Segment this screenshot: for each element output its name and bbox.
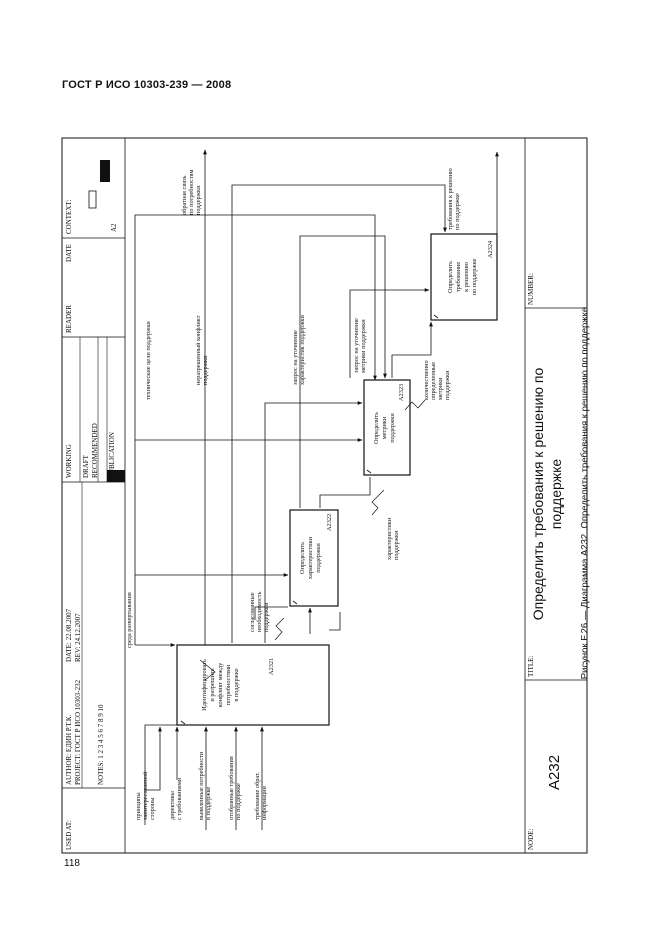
activity-box-a2322: Определить характеристики поддержки A232… — [289, 509, 339, 607]
svg-text:информации: информации — [261, 786, 268, 820]
svg-text:запрос на уточнение: запрос на уточнение — [292, 330, 299, 385]
svg-text:требование обрат.: требование обрат. — [254, 772, 261, 820]
svg-text:по поддержке: по поддержке — [471, 258, 478, 295]
notes-field: NOTES: 1 2 3 4 5 6 7 8 9 10 — [97, 704, 105, 785]
svg-text:запрос на уточнение: запрос на уточнение — [353, 318, 360, 373]
svg-text:по поддержке: по поддержке — [454, 193, 461, 230]
svg-text:требование: требование — [455, 262, 462, 293]
svg-text:метрики: метрики — [437, 377, 444, 400]
svg-text:характеристики: характеристики — [386, 517, 393, 560]
context-node: A2 — [110, 223, 118, 232]
svg-text:по потребностям: по потребностям — [188, 169, 195, 215]
svg-text:по поддержке: по поддержке — [235, 783, 242, 820]
title-label: TITLE: — [527, 656, 535, 677]
svg-text:поддержки: поддержки — [389, 413, 396, 443]
rev-field: REV: 24.12.2007 — [74, 613, 82, 662]
date-field: DATE: 22.08.2007 — [65, 608, 73, 662]
draft-label: DRAFT — [82, 454, 90, 478]
svg-text:Определить: Определить — [373, 412, 380, 444]
author-field: AUTHOR: ЕДИН Р.Т.К. — [65, 714, 73, 785]
activity-box-a2323: Определить метрики поддержки A2323 — [363, 379, 411, 476]
svg-text:отобранные требования: отобранные требования — [228, 756, 235, 820]
activity-box-a2321: Идентифицировать и разрешить конфликт ме… — [176, 644, 330, 726]
diagram-title-line2: поддержке — [548, 459, 564, 530]
activity-box-a2324: Определить требование к решению по подде… — [430, 233, 498, 321]
node-label: NODE: — [527, 829, 535, 850]
svg-text:поддержки: поддержки — [315, 543, 322, 573]
svg-text:поддержки: поддержки — [263, 602, 270, 632]
svg-text:поддержки: поддержки — [393, 530, 400, 560]
svg-text:среда развертывания: среда развертывания — [126, 592, 133, 648]
reader-label: READER — [65, 305, 73, 333]
svg-text:Идентифицировать: Идентифицировать — [201, 659, 208, 711]
box-id-a2321: A2321 — [268, 658, 275, 675]
page-number: 118 — [64, 858, 80, 869]
svg-text:неразрешенный конфликт: неразрешенный конфликт — [195, 315, 202, 385]
svg-text:количественно: количественно — [423, 360, 430, 400]
box-id-a2323: A2323 — [398, 384, 405, 401]
svg-text:директивы: директивы — [169, 790, 176, 820]
svg-text:характеристик поддержки: характеристик поддержки — [299, 315, 306, 385]
svg-text:Определить: Определить — [447, 261, 454, 293]
svg-text:Определить: Определить — [299, 542, 306, 574]
svg-text:в поддержке: в поддержке — [233, 668, 240, 701]
document-header: ГОСТ Р ИСО 10303-239 — 2008 — [62, 79, 232, 91]
svg-text:метрики поддержки: метрики поддержки — [360, 319, 367, 373]
svg-text:поддержки: поддержки — [202, 355, 209, 385]
sheet-frame — [61, 137, 588, 854]
svg-text:стороны: стороны — [149, 797, 156, 820]
context-label: CONTEXT: — [65, 200, 73, 234]
box-id-a2322: A2322 — [326, 514, 333, 531]
working-label: WORKING — [65, 444, 73, 478]
svg-text:заинтересованной: заинтересованной — [142, 771, 149, 820]
svg-text:выявленные потребности: выявленные потребности — [198, 751, 205, 820]
input-arrows — [144, 724, 264, 830]
diagram-title-line1: Определить требования к решению по — [530, 368, 546, 621]
svg-text:с требованиями: с требованиями — [176, 777, 183, 820]
svg-text:конфликт между: конфликт между — [217, 662, 224, 707]
box-id-a2324: A2324 — [487, 240, 494, 258]
svg-text:согласованные: согласованные — [249, 592, 256, 632]
svg-text:обратная связь: обратная связь — [181, 175, 188, 215]
publication-mark — [107, 470, 125, 482]
recommended-label: RECOMMENDED — [91, 423, 99, 478]
figure-caption: Рисунок F.26 — Диаграмма A232. Определит… — [579, 306, 591, 680]
svg-text:требования к решению: требования к решению — [447, 168, 454, 230]
svg-text:поддержки: поддержки — [195, 185, 202, 215]
svg-text:принципы: принципы — [135, 792, 142, 820]
svg-text:необходимость: необходимость — [256, 591, 263, 632]
svg-text:к решению: к решению — [463, 262, 470, 292]
node-value: A232 — [546, 755, 563, 790]
arrow-labels: принципы заинтересованной стороны директ… — [126, 168, 461, 820]
svg-text:технические цели поддержки: технические цели поддержки — [145, 321, 152, 400]
date-column-label: DATE — [65, 244, 73, 262]
svg-text:метрики: метрики — [381, 416, 388, 439]
svg-text:характеристики: характеристики — [307, 536, 314, 579]
project-field: PROJECT: ГОСТ Р ИСО 10303-232 — [74, 679, 82, 785]
svg-text:и разрешить: и разрешить — [209, 668, 216, 701]
svg-text:в поддержке: в поддержке — [205, 787, 212, 820]
publication-label: PUBLICATION — [108, 432, 116, 478]
label-leaders — [199, 399, 426, 681]
svg-text:определенные: определенные — [430, 362, 437, 400]
used-at-label: USED AT: — [65, 820, 73, 850]
svg-text:поддержки: поддержки — [444, 370, 451, 400]
svg-text:потребностями: потребностями — [225, 664, 232, 705]
context-mark — [100, 160, 110, 182]
control-arrows — [134, 149, 499, 647]
number-label: NUMBER: — [527, 273, 535, 305]
